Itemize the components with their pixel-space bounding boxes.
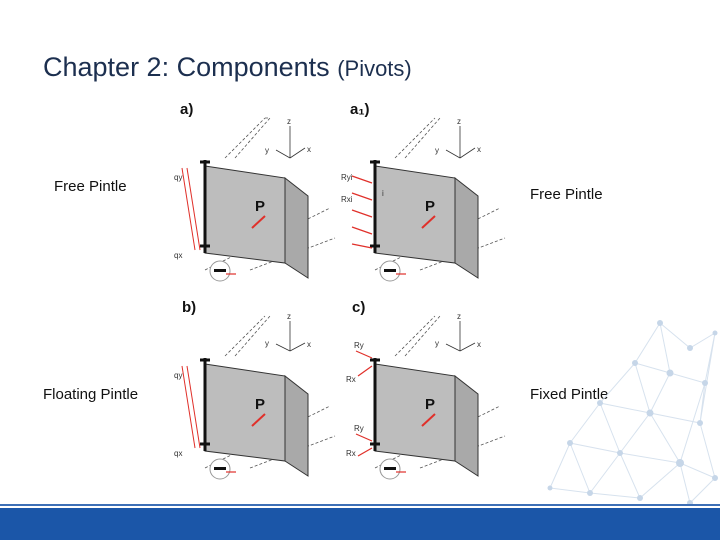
svg-text:z: z: [457, 312, 461, 321]
svg-text:x: x: [477, 340, 481, 349]
svg-text:z: z: [287, 117, 291, 126]
diagram-panel-b: b) z x y qy qx P: [170, 296, 340, 486]
label-floating-pintle: Floating Pintle: [43, 386, 139, 403]
svg-text:x: x: [307, 145, 311, 154]
svg-text:z: z: [457, 117, 461, 126]
panel-c-ry-top: Ry: [354, 341, 364, 350]
panel-b-force: P: [255, 396, 265, 413]
slide-title: Chapter 2: Components (Pivots): [43, 52, 412, 83]
footer-divider: [0, 504, 720, 506]
panel-b-label: b): [182, 299, 196, 316]
panel-a-qy: qy: [174, 173, 182, 182]
panel-a-qx: qx: [174, 251, 182, 260]
svg-text:x: x: [477, 145, 481, 154]
svg-text:y: y: [265, 339, 269, 348]
label-free-pintle-left: Free Pintle: [54, 178, 127, 195]
svg-text:z: z: [287, 312, 291, 321]
svg-text:x: x: [307, 340, 311, 349]
panel-c-ry-bottom: Ry: [354, 424, 364, 433]
label-fixed-pintle: Fixed Pintle: [530, 386, 609, 403]
panel-a1-rxi: Rxi: [341, 195, 353, 204]
panel-b-qx: qx: [174, 449, 182, 458]
footer-bar: [0, 508, 720, 540]
panel-a-label: a): [180, 101, 193, 118]
panel-a1-i: i: [382, 189, 384, 198]
network-decoration: [547, 320, 718, 506]
diagram-panel-a: a) z x y qy qx P: [170, 98, 340, 288]
diagram-panel-c: c) z x y Ry Rx Ry Rx P: [340, 296, 510, 486]
panel-a-force: P: [255, 198, 265, 215]
slide-title-sub: (Pivots): [337, 56, 412, 81]
panel-c-rx-top: Rx: [346, 375, 356, 384]
slide-title-main: Chapter 2: Components: [43, 52, 330, 82]
svg-text:y: y: [435, 339, 439, 348]
svg-text:y: y: [435, 146, 439, 155]
panel-a1-force: P: [425, 198, 435, 215]
svg-text:y: y: [265, 146, 269, 155]
diagram-panel-a1: a₁) z x y Ryi Rxi i P: [340, 98, 510, 288]
panel-b-qy: qy: [174, 371, 182, 380]
panel-a1-label: a₁): [350, 101, 370, 118]
panel-c-label: c): [352, 299, 365, 316]
panel-a1-ryi: Ryi: [341, 173, 353, 182]
label-free-pintle-right: Free Pintle: [530, 186, 603, 203]
panel-c-force: P: [425, 396, 435, 413]
panel-c-rx-bottom: Rx: [346, 449, 356, 458]
